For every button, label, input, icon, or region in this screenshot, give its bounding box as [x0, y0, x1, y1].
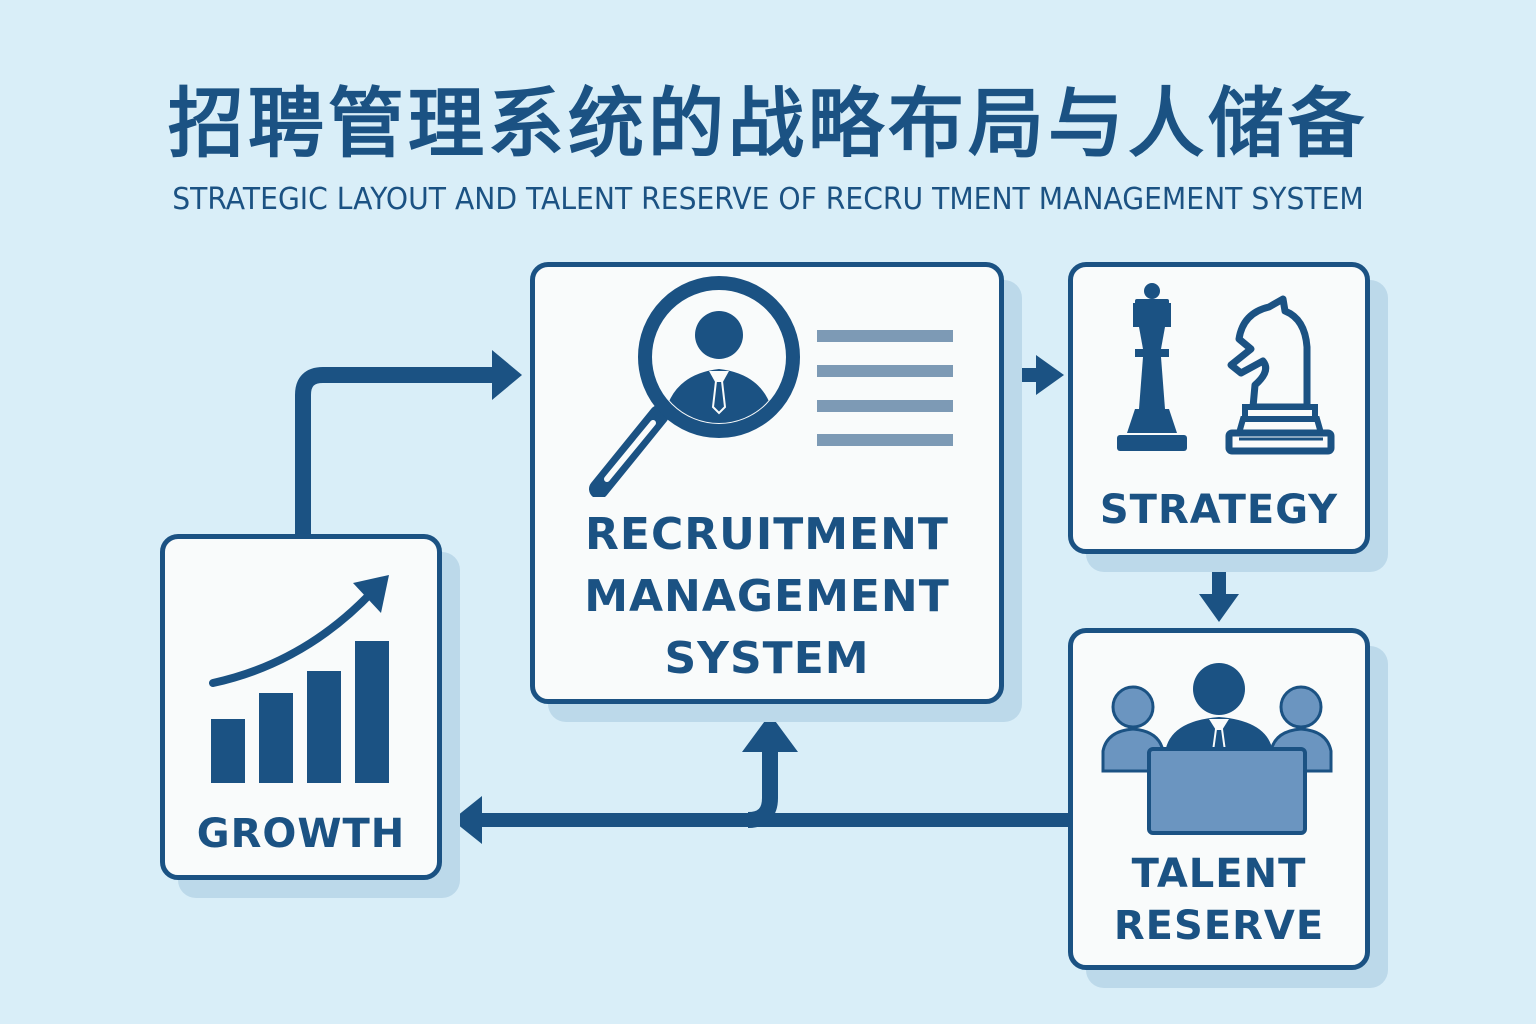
arrowhead-strategy-to-talent — [1199, 594, 1239, 622]
growth-bar-1 — [211, 719, 245, 783]
page-title-english: STRATEGIC LAYOUT AND TALENT RESERVE OF R… — [172, 182, 1364, 217]
growth-bar-4 — [355, 641, 389, 783]
recruitment-label-line1: RECRUITMENT — [585, 509, 949, 560]
growth-label: GROWTH — [196, 811, 406, 857]
arrowhead-talent-to-growth — [452, 796, 482, 844]
talent-label-line2: RESERVE — [1113, 903, 1325, 949]
arrow-branch-to-recruitment — [747, 740, 778, 828]
strategy-box: STRATEGY — [1068, 262, 1370, 554]
growth-trend-arrowhead — [353, 575, 389, 613]
chess-knight-icon — [1225, 295, 1335, 455]
growth-bar-2 — [259, 693, 293, 783]
growth-bar-chart-icon — [209, 575, 389, 783]
arrow-growth-to-recruitment — [295, 367, 495, 534]
chess-king-icon — [1117, 283, 1187, 451]
text-line-1 — [817, 330, 953, 342]
talent-label-line1: TALENT — [1131, 851, 1307, 897]
magnifier-person-icon — [589, 276, 953, 497]
page-title-chinese: 招聘管理系统的战略布局与人储备 — [168, 79, 1368, 168]
text-line-4 — [817, 434, 953, 446]
strategy-label: STRATEGY — [1099, 487, 1339, 533]
text-line-3 — [817, 400, 953, 412]
growth-trend-arrow — [209, 587, 377, 687]
growth-bar-3 — [307, 671, 341, 783]
arrowhead-growth-to-recruitment — [492, 350, 522, 400]
recruitment-label-line2: MANAGEMENT — [584, 571, 950, 622]
arrowhead-recruitment-to-strategy — [1036, 355, 1064, 395]
recruitment-label-line3: SYSTEM — [664, 633, 870, 684]
growth-box: GROWTH — [160, 534, 442, 880]
arrowhead-branch-to-recruitment — [742, 714, 798, 752]
chess-pieces-icon — [1117, 283, 1335, 455]
text-line-2 — [817, 365, 953, 377]
talent-reserve-box: TALENT RESERVE — [1068, 628, 1370, 970]
recruitment-management-system-box: RECRUITMENT MANAGEMENT SYSTEM — [530, 262, 1004, 704]
team-at-desk-icon — [1101, 663, 1333, 835]
desk-shape — [1147, 747, 1307, 835]
